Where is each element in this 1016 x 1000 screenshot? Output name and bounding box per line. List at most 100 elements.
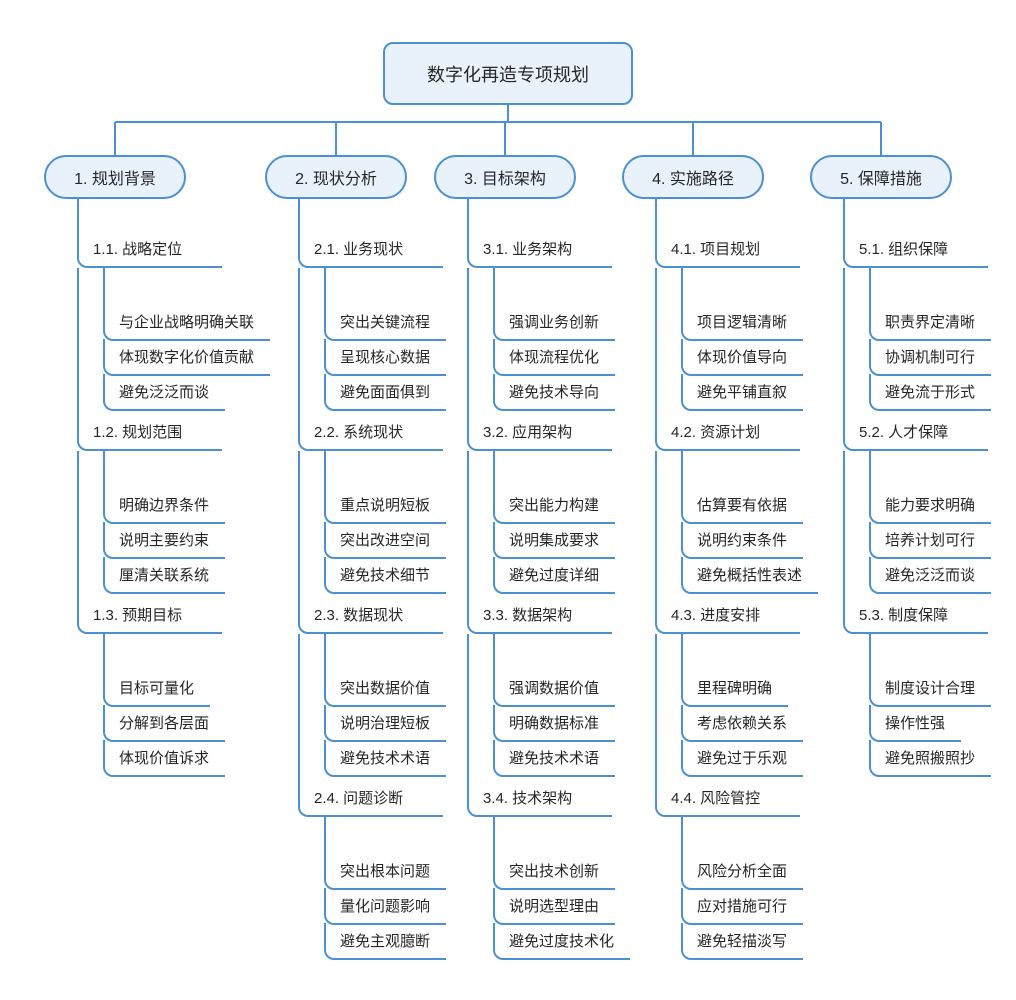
leaf-item[interactable]: 里程碑明确: [680, 634, 789, 707]
leaf-item[interactable]: 说明约束条件: [680, 522, 804, 559]
leaf-item[interactable]: 强调数据价值: [492, 634, 616, 707]
sub-topic[interactable]: 5.2. 人才保障: [842, 268, 989, 451]
leaf-item[interactable]: 目标可量化: [102, 634, 211, 707]
sub-topic[interactable]: 5.1. 组织保障: [842, 199, 989, 268]
leaf-item[interactable]: 避免照搬照抄: [868, 740, 992, 777]
sub-topic[interactable]: 2.3. 数据现状: [297, 451, 444, 634]
leaf-item[interactable]: 量化问题影响: [323, 888, 447, 925]
sub-topic[interactable]: 1.1. 战略定位: [76, 199, 223, 268]
leaf-item[interactable]: 操作性强: [868, 705, 962, 742]
leaf-item[interactable]: 估算要有依据: [680, 451, 804, 524]
leaf-item[interactable]: 培养计划可行: [868, 522, 992, 559]
branch-pill[interactable]: 2. 现状分析: [265, 155, 407, 199]
leaf-item[interactable]: 突出改进空间: [323, 522, 447, 559]
sub-topic[interactable]: 5.3. 制度保障: [842, 451, 989, 634]
subs-group: 4.1. 项目规划 项目逻辑清晰 体现价值导向 避免平铺直叙 4.2. 资源计划…: [622, 199, 819, 960]
leaf-item[interactable]: 说明集成要求: [492, 522, 616, 559]
leaf-item[interactable]: 明确边界条件: [102, 451, 226, 524]
sub-topic[interactable]: 4.3. 进度安排: [654, 451, 801, 634]
leaf-item[interactable]: 突出能力构建: [492, 451, 616, 524]
subs-group: 1.1. 战略定位 与企业战略明确关联 体现数字化价值贡献 避免泛泛而谈 1.2…: [44, 199, 271, 777]
leaf-item[interactable]: 分解到各层面: [102, 705, 226, 742]
sub-topic[interactable]: 3.4. 技术架构: [466, 634, 613, 817]
sub-topic[interactable]: 2.2. 系统现状: [297, 268, 444, 451]
sub-topic-group: 3.1. 业务架构 强调业务创新 体现流程优化 避免技术导向: [466, 199, 630, 411]
sub-topic-group: 4.1. 项目规划 项目逻辑清晰 体现价值导向 避免平铺直叙: [654, 199, 818, 411]
leaf-item[interactable]: 说明治理短板: [323, 705, 447, 742]
leaf-item[interactable]: 避免技术导向: [492, 374, 616, 411]
leaf-item[interactable]: 避免平铺直叙: [680, 374, 804, 411]
root-node[interactable]: 数字化再造专项规划: [383, 42, 633, 105]
subs-group: 5.1. 组织保障 职责界定清晰 协调机制可行 避免流于形式 5.2. 人才保障…: [810, 199, 992, 777]
sub-topic[interactable]: 1.3. 预期目标: [76, 451, 223, 634]
branch-pill[interactable]: 5. 保障措施: [810, 155, 952, 199]
sub-topic[interactable]: 1.2. 规划范围: [76, 268, 223, 451]
leaf-item[interactable]: 风险分析全面: [680, 817, 804, 890]
leaf-item[interactable]: 体现价值导向: [680, 339, 804, 376]
sub-topic[interactable]: 3.1. 业务架构: [466, 199, 613, 268]
leaves-group: 目标可量化 分解到各层面 体现价值诉求: [102, 634, 270, 777]
leaf-item[interactable]: 制度设计合理: [868, 634, 992, 707]
leaf-item[interactable]: 强调业务创新: [492, 268, 616, 341]
leaf-item[interactable]: 避免轻描淡写: [680, 923, 804, 960]
sub-topic-group: 4.2. 资源计划 估算要有依据 说明约束条件 避免概括性表述: [654, 268, 819, 594]
leaves-group: 制度设计合理 操作性强 避免照搬照抄: [868, 634, 992, 777]
leaf-item[interactable]: 重点说明短板: [323, 451, 447, 524]
leaves-group: 与企业战略明确关联 体现数字化价值贡献 避免泛泛而谈: [102, 268, 271, 411]
leaf-item[interactable]: 呈现核心数据: [323, 339, 447, 376]
sub-topic[interactable]: 2.1. 业务现状: [297, 199, 444, 268]
sub-topic[interactable]: 4.2. 资源计划: [654, 268, 801, 451]
sub-topic-group: 2.4. 问题诊断 突出根本问题 量化问题影响 避免主观臆断: [297, 634, 447, 960]
sub-topic[interactable]: 2.4. 问题诊断: [297, 634, 444, 817]
leaf-item[interactable]: 项目逻辑清晰: [680, 268, 804, 341]
sub-topic-group: 5.3. 制度保障 制度设计合理 操作性强 避免照搬照抄: [842, 451, 992, 777]
sub-topic-group: 3.4. 技术架构 突出技术创新 说明选型理由 避免过度技术化: [466, 634, 631, 960]
sub-topic[interactable]: 3.2. 应用架构: [466, 268, 613, 451]
leaf-item[interactable]: 厘清关联系统: [102, 557, 226, 594]
leaf-item[interactable]: 应对措施可行: [680, 888, 804, 925]
branch-pill[interactable]: 4. 实施路径: [622, 155, 764, 199]
sub-topic-group: 3.3. 数据架构 强调数据价值 明确数据标准 避免技术术语: [466, 451, 630, 777]
leaf-item[interactable]: 考虑依赖关系: [680, 705, 804, 742]
leaf-item[interactable]: 突出技术创新: [492, 817, 616, 890]
leaf-item[interactable]: 避免概括性表述: [680, 557, 819, 594]
leaf-item[interactable]: 避免技术细节: [323, 557, 447, 594]
branch-pill[interactable]: 3. 目标架构: [434, 155, 576, 199]
leaf-item[interactable]: 避免过于乐观: [680, 740, 804, 777]
sub-topic-group: 4.3. 进度安排 里程碑明确 考虑依赖关系 避免过于乐观: [654, 451, 818, 777]
leaves-group: 估算要有依据 说明约束条件 避免概括性表述: [680, 451, 819, 594]
leaves-group: 突出能力构建 说明集成要求 避免过度详细: [492, 451, 630, 594]
leaf-item[interactable]: 职责界定清晰: [868, 268, 992, 341]
leaf-item[interactable]: 说明主要约束: [102, 522, 226, 559]
leaf-item[interactable]: 避免泛泛而谈: [102, 374, 226, 411]
leaf-item[interactable]: 能力要求明确: [868, 451, 992, 524]
leaf-item[interactable]: 避免过度技术化: [492, 923, 631, 960]
leaf-item[interactable]: 与企业战略明确关联: [102, 268, 271, 341]
leaf-item[interactable]: 突出数据价值: [323, 634, 447, 707]
sub-topic[interactable]: 3.3. 数据架构: [466, 451, 613, 634]
leaf-item[interactable]: 体现数字化价值贡献: [102, 339, 271, 376]
sub-topic-group: 2.3. 数据现状 突出数据价值 说明治理短板 避免技术术语: [297, 451, 447, 777]
leaf-item[interactable]: 避免过度详细: [492, 557, 616, 594]
leaf-item[interactable]: 避免面面俱到: [323, 374, 447, 411]
leaf-item[interactable]: 突出根本问题: [323, 817, 447, 890]
sub-topic[interactable]: 4.4. 风险管控: [654, 634, 801, 817]
leaf-item[interactable]: 避免主观臆断: [323, 923, 447, 960]
sub-topic-group: 3.2. 应用架构 突出能力构建 说明集成要求 避免过度详细: [466, 268, 630, 594]
branch-pill[interactable]: 1. 规划背景: [44, 155, 186, 199]
leaves-group: 突出技术创新 说明选型理由 避免过度技术化: [492, 817, 631, 960]
leaf-item[interactable]: 明确数据标准: [492, 705, 616, 742]
leaf-item[interactable]: 体现价值诉求: [102, 740, 226, 777]
leaves-group: 重点说明短板 突出改进空间 避免技术细节: [323, 451, 447, 594]
leaf-item[interactable]: 体现流程优化: [492, 339, 616, 376]
leaf-item[interactable]: 避免泛泛而谈: [868, 557, 992, 594]
leaf-item[interactable]: 说明选型理由: [492, 888, 616, 925]
leaf-item[interactable]: 突出关键流程: [323, 268, 447, 341]
leaf-item[interactable]: 协调机制可行: [868, 339, 992, 376]
leaf-item[interactable]: 避免技术术语: [323, 740, 447, 777]
sub-topic[interactable]: 4.1. 项目规划: [654, 199, 801, 268]
leaf-item[interactable]: 避免技术术语: [492, 740, 616, 777]
leaf-item[interactable]: 避免流于形式: [868, 374, 992, 411]
subs-group: 2.1. 业务现状 突出关键流程 呈现核心数据 避免面面俱到 2.2. 系统现状…: [265, 199, 447, 960]
